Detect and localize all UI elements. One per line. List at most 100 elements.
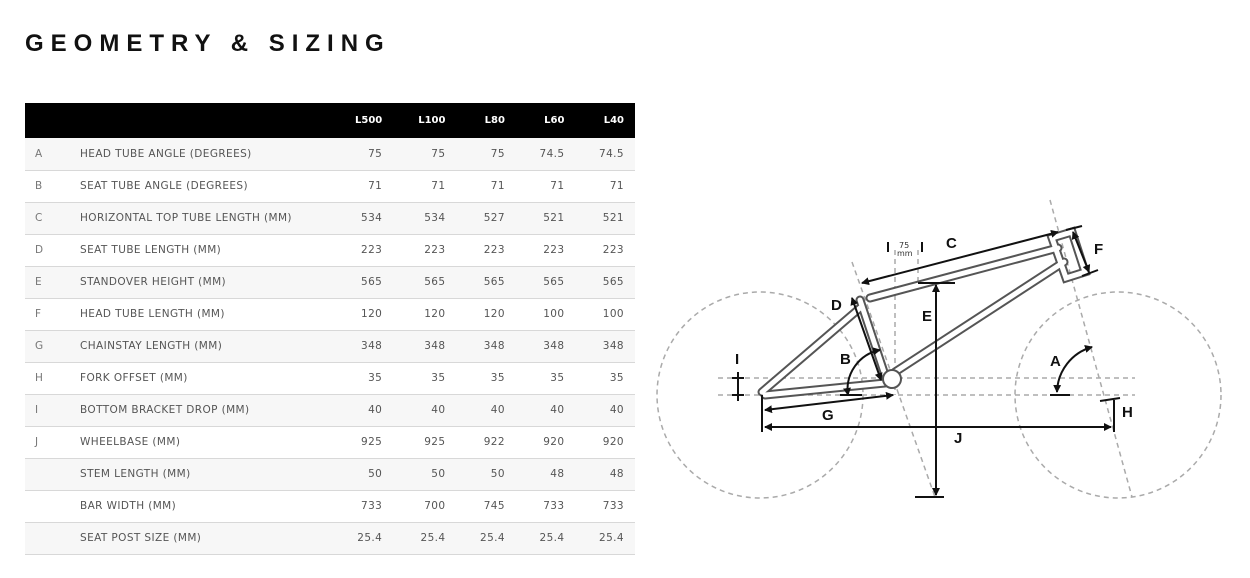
row-value: 922 (483, 436, 505, 448)
row-value: 565 (424, 276, 446, 288)
row-value: 348 (424, 340, 446, 352)
offset-value: 75 (899, 241, 909, 250)
row-value: 25.4 (479, 532, 505, 544)
row-value: 40 (609, 404, 624, 416)
row-value: 733 (543, 500, 565, 512)
row-value: 223 (602, 244, 624, 256)
row-value: 75 (368, 147, 383, 160)
row-value: 48 (550, 468, 565, 480)
row-value: 223 (543, 244, 565, 256)
row-label: HEAD TUBE ANGLE (DEGREES) (80, 147, 252, 160)
row-value: 348 (483, 340, 505, 352)
row-value: 920 (602, 436, 624, 448)
row-value: 35 (490, 372, 505, 384)
row-label: WHEELBASE (MM) (80, 436, 181, 448)
row-value: 74.5 (599, 147, 624, 160)
row-label: HORIZONTAL TOP TUBE LENGTH (MM) (80, 212, 292, 224)
row-letter: I (35, 404, 39, 416)
row-value: 120 (424, 308, 446, 320)
label-h: H (1122, 404, 1133, 421)
row-value: 223 (483, 244, 505, 256)
table-row: SEAT POST SIZE (MM) 25.4 25.4 25.4 25.4 25.4 (25, 522, 635, 554)
row-value: 565 (602, 276, 624, 288)
row-value: 35 (550, 372, 565, 384)
row-label: SEAT POST SIZE (MM) (80, 532, 202, 544)
row-label: SEAT TUBE LENGTH (MM) (80, 244, 222, 256)
row-value: 35 (368, 372, 383, 384)
row-value: 35 (431, 372, 446, 384)
row-label: FORK OFFSET (MM) (80, 372, 188, 384)
page-title: GEOMETRY & SIZING (25, 30, 391, 57)
label-a: A (1050, 353, 1061, 370)
row-value: 521 (543, 212, 565, 224)
row-value: 920 (543, 436, 565, 448)
row-letter: G (35, 340, 44, 352)
row-value: 71 (609, 180, 624, 192)
label-j: J (954, 430, 962, 447)
column-header-l80: L80 (484, 115, 505, 126)
column-header-l100: L100 (418, 115, 446, 126)
row-letter: E (35, 276, 43, 288)
row-value: 74.5 (539, 147, 565, 160)
row-letter: H (35, 372, 44, 384)
label-b: B (840, 351, 851, 368)
row-value: 50 (368, 468, 383, 480)
row-value: 35 (609, 372, 624, 384)
row-value: 71 (368, 180, 383, 192)
row-value: 534 (424, 212, 446, 224)
row-value: 71 (431, 180, 446, 192)
row-label: BOTTOM BRACKET DROP (MM) (80, 404, 250, 416)
row-letter: J (35, 436, 39, 448)
row-label: BAR WIDTH (MM) (80, 500, 177, 512)
table-row: H FORK OFFSET (MM) 35 35 35 35 35 (25, 362, 635, 394)
label-c: C (946, 235, 957, 252)
row-value: 25.4 (420, 532, 446, 544)
row-letter: D (35, 244, 44, 256)
row-value: 40 (550, 404, 565, 416)
row-value: 348 (360, 340, 383, 352)
label-d: D (831, 297, 842, 314)
row-value: 25.4 (357, 532, 383, 544)
dimension-lines (732, 225, 1121, 498)
row-value: 40 (490, 404, 505, 416)
row-label: STANDOVER HEIGHT (MM) (80, 276, 227, 288)
row-label: CHAINSTAY LENGTH (MM) (80, 340, 223, 352)
label-e: E (922, 308, 932, 325)
table-row: G CHAINSTAY LENGTH (MM) 348 348 348 348 348 (25, 330, 635, 362)
row-value: 25.4 (539, 532, 565, 544)
row-value: 534 (360, 212, 383, 224)
offset-unit: mm (897, 249, 913, 258)
row-value: 120 (483, 308, 505, 320)
row-label: SEAT TUBE ANGLE (DEGREES) (80, 180, 248, 192)
row-letter: F (35, 308, 42, 320)
row-value: 565 (360, 276, 383, 288)
row-value: 71 (550, 180, 565, 192)
row-value: 50 (431, 468, 446, 480)
row-value: 50 (490, 468, 505, 480)
row-value: 733 (360, 500, 383, 512)
row-value: 75 (431, 147, 446, 160)
row-value: 925 (424, 436, 446, 448)
row-value: 100 (543, 308, 565, 320)
bottom-bracket (882, 369, 902, 389)
row-value: 120 (360, 308, 383, 320)
row-value: 25.4 (599, 532, 624, 544)
row-value: 75 (490, 147, 505, 160)
column-header-l500: L500 (354, 115, 383, 126)
row-value: 565 (483, 276, 505, 288)
row-value: 521 (602, 212, 624, 224)
column-header-l60: L60 (544, 115, 565, 126)
label-f: F (1094, 241, 1103, 258)
row-value: 348 (543, 340, 565, 352)
row-value: 348 (602, 340, 624, 352)
row-value: 565 (543, 276, 565, 288)
label-i: I (735, 351, 739, 368)
